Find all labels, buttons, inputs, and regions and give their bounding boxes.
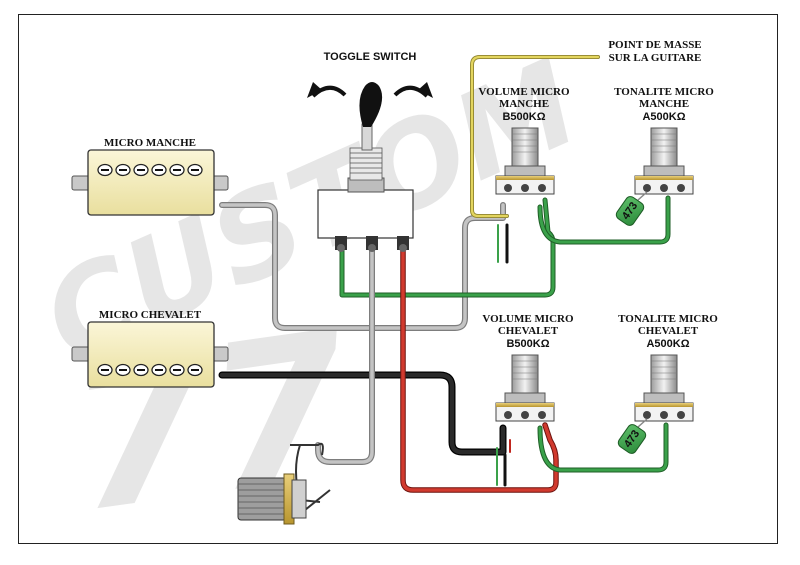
output-jack	[237, 442, 331, 525]
wire-green-neck-tone	[538, 196, 670, 244]
capacitor-bridge: 473	[617, 418, 648, 454]
toggle-tip	[359, 82, 383, 127]
pot-volume-bridge-line1: VOLUME MICRO	[482, 313, 574, 325]
pot-volume-neck-value: B500KΩ	[502, 111, 545, 123]
wire-bridge-hot	[219, 372, 506, 455]
ground-point-line2: SUR LA GUITARE	[609, 52, 702, 64]
bridge-pickup: MICRO CHEVALET	[71, 309, 229, 388]
bridge-pickup-label: MICRO CHEVALET	[99, 309, 202, 321]
toggle-switch-label: TOGGLE SWITCH	[324, 51, 417, 63]
pot-volume-bridge-line2: CHEVALET	[498, 325, 559, 337]
pot-volume-neck: VOLUME MICRO MANCHE B500KΩ	[478, 86, 570, 195]
pot-tone-bridge-value: A500KΩ	[646, 338, 689, 350]
capacitor-neck: 473	[615, 191, 648, 226]
pot-tone-neck-line2: MANCHE	[639, 98, 689, 110]
wire-neck-hot	[220, 203, 505, 330]
neck-pickup-label: MICRO MANCHE	[104, 137, 196, 149]
wire-red	[401, 246, 558, 492]
wire-green-bridge-tone	[538, 423, 668, 472]
wire-ground	[470, 55, 600, 218]
ground-point-line1: POINT DE MASSE	[608, 39, 701, 51]
pot-tone-bridge-line2: CHEVALET	[638, 325, 699, 337]
wire-green-neck-tone-outline	[537, 195, 671, 245]
diagram-frame	[18, 14, 778, 544]
wire-output	[316, 246, 374, 464]
pot-tone-bridge: TONALITE MICRO CHEVALET A500KΩ	[618, 313, 718, 422]
pot-volume-bridge: VOLUME MICRO CHEVALET B500KΩ	[482, 313, 574, 422]
toggle-switch: TOGGLE SWITCH	[307, 51, 433, 252]
pot-tone-neck: TONALITE MICRO MANCHE A500KΩ	[614, 86, 714, 195]
pot-tone-bridge-line1: TONALITE MICRO	[618, 313, 718, 325]
pot-tone-neck-value: A500KΩ	[642, 111, 685, 123]
pot-volume-bridge-value: B500KΩ	[506, 338, 549, 350]
toggle-arrow-right-icon	[393, 85, 429, 98]
pot-tone-neck-line1: TONALITE MICRO	[614, 86, 714, 98]
neck-pickup: MICRO MANCHE	[71, 137, 229, 216]
wire-green-bridge-tone-outline	[537, 422, 669, 473]
wire-green-neck	[340, 198, 555, 297]
toggle-arrow-left-icon	[311, 85, 347, 98]
pot-volume-neck-line1: VOLUME MICRO	[478, 86, 570, 98]
wires	[218, 55, 671, 493]
ground-point: POINT DE MASSE SUR LA GUITARE	[608, 39, 701, 64]
pot-volume-neck-line2: MANCHE	[499, 98, 549, 110]
